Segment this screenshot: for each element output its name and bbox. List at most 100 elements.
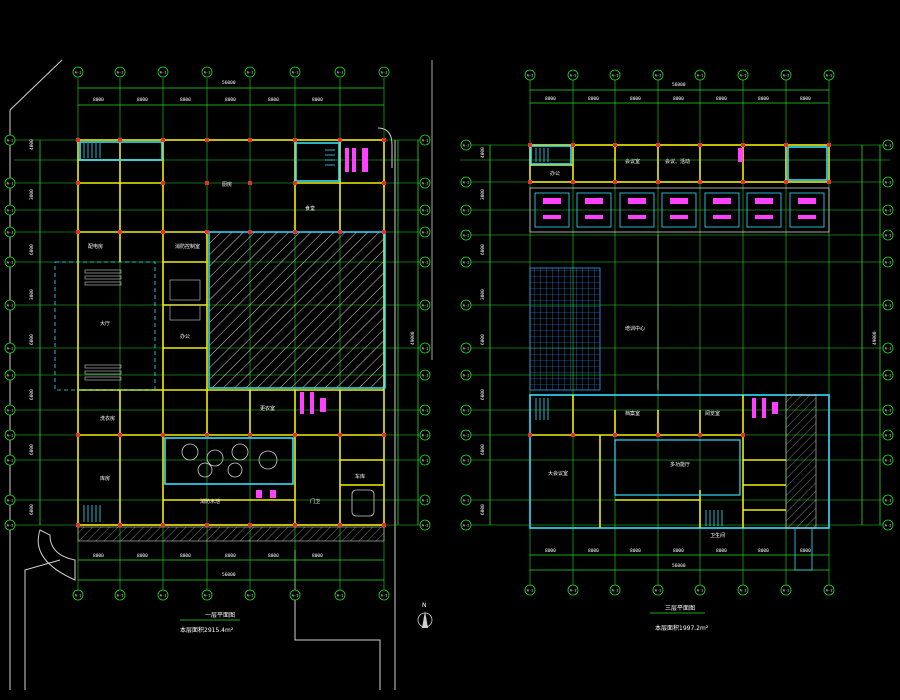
- grid-bubble-label: A-1: [422, 230, 429, 234]
- right-side-dim-5: 6000: [480, 334, 486, 345]
- grid-bubble-label: A-1: [422, 458, 429, 462]
- left-side-dim-7: 6000: [29, 444, 35, 455]
- left-lobby-dashed-outline: [54, 261, 156, 391]
- right-room-meeting: 会议室: [625, 158, 640, 165]
- left-room-fire-pool: 消防水池: [200, 498, 220, 505]
- right-unit-row-units: [534, 192, 825, 228]
- right-side-dim-8: 6000: [480, 504, 486, 515]
- right-magenta-fixtures: [738, 148, 778, 418]
- left-top-dim-3: 8000: [180, 97, 191, 103]
- grid-bubble-label: A-1: [826, 73, 833, 77]
- grid-bubble-label: A-1: [885, 303, 892, 307]
- grid-bubble-label: A-1: [117, 593, 124, 597]
- left-room-garage: 车库: [355, 473, 365, 480]
- right-bottom-dim-1: 8000: [545, 548, 556, 554]
- left-side-dim-5: 6000: [29, 334, 35, 345]
- right-side-dim-2: 3000: [480, 189, 486, 200]
- grid-bubble-label: A-1: [7, 138, 14, 142]
- grid-bubble-label: A-1: [885, 208, 892, 212]
- right-stairs: [535, 148, 723, 526]
- left-room-kitchen: 厨房: [222, 181, 232, 188]
- grid-bubble-label: A-1: [740, 73, 747, 77]
- grid-bubble-label: A-1: [570, 588, 577, 592]
- grid-bubble-label: A-1: [75, 70, 82, 74]
- grid-bubble-label: A-1: [885, 408, 892, 412]
- left-room-labels: 厨房 食堂 配电房 消防控制室 大厅 办公 消防水池 洗衣房 库房 更衣室 车库…: [88, 181, 365, 505]
- left-top-dim-5: 8000: [268, 97, 279, 103]
- grid-bubble-label: A-1: [422, 260, 429, 264]
- grid-bubble-label: A-1: [697, 73, 704, 77]
- left-side-dim-8: 6000: [29, 504, 35, 515]
- right-multi-function-hall: [614, 439, 741, 496]
- left-cyan-frame-stair: [295, 142, 340, 182]
- grid-bubble-label: A-1: [463, 373, 470, 377]
- right-dimension-lines: [489, 89, 881, 571]
- left-plan-title: 一层平面图: [205, 612, 235, 619]
- left-side-dim-1: 4000: [29, 139, 35, 150]
- grid-bubble-label: A-1: [885, 143, 892, 147]
- grid-bubble-label: A-1: [885, 180, 892, 184]
- grid-bubble-label: A-1: [422, 433, 429, 437]
- grid-bubble-label: A-1: [7, 408, 14, 412]
- grid-bubble-label: A-1: [885, 260, 892, 264]
- grid-bubble-label: A-1: [160, 70, 167, 74]
- left-room-fire-control: 消防控制室: [175, 243, 200, 250]
- right-bottom-dim-2: 8000: [588, 548, 599, 554]
- right-room-archive: 档案室: [625, 410, 640, 417]
- left-top-dimension-chain: [39, 87, 419, 581]
- right-bottom-dim-3: 8000: [630, 548, 641, 554]
- grid-bubble-label: A-1: [422, 303, 429, 307]
- right-plan-area-note: 本层面积1997.2m²: [655, 624, 709, 632]
- grid-bubble-label: A-1: [463, 233, 470, 237]
- left-room-lobby: 大厅: [100, 320, 110, 327]
- left-right-overall-dim: 49000: [410, 331, 416, 345]
- left-bottom-dim-1: 8000: [93, 553, 104, 559]
- north-arrow-label: N: [422, 602, 427, 609]
- right-room-reading: 阅览室: [705, 410, 720, 417]
- grid-bubble-label: A-1: [885, 458, 892, 462]
- right-side-dim-1: 4000: [480, 147, 486, 158]
- right-top-dim-1: 8000: [545, 96, 556, 102]
- grid-bubble-label: A-1: [7, 433, 14, 437]
- right-top-stair-frame-2: [787, 146, 828, 181]
- grid-bubble-label: A-1: [463, 346, 470, 350]
- right-top-dim-2: 8000: [588, 96, 599, 102]
- grid-bubble-label: A-1: [463, 260, 470, 264]
- right-unit-row-outline: [529, 187, 830, 233]
- grid-bubble-label: A-1: [463, 408, 470, 412]
- right-glazed-atrium: [529, 267, 601, 391]
- site-road-curve: [37, 529, 76, 581]
- left-overall-dim-top: 56000: [222, 80, 236, 86]
- grid-bubble-label: A-1: [7, 260, 14, 264]
- left-side-dim-2: 3000: [29, 189, 35, 200]
- left-side-dim-6: 6000: [29, 389, 35, 400]
- grid-bubble-label: A-1: [463, 523, 470, 527]
- grid-bubble-label: A-1: [75, 593, 82, 597]
- grid-bubble-label: A-1: [463, 498, 470, 502]
- right-room-labels: 办公 会议室 会议、活动 培训中心 大会议室 档案室 阅览室 多功能厅 卫生间: [548, 158, 725, 539]
- grid-bubble-label: A-1: [381, 593, 388, 597]
- grid-bubble-label: A-1: [204, 593, 211, 597]
- left-overall-dim-bottom: 56000: [222, 572, 236, 578]
- right-top-dim-3: 8000: [630, 96, 641, 102]
- left-bottom-dim-3: 8000: [180, 553, 191, 559]
- grid-bubble-label: A-1: [463, 143, 470, 147]
- grid-bubble-label: A-1: [7, 373, 14, 377]
- grid-bubble-label: A-1: [422, 373, 429, 377]
- left-garage-car: [351, 489, 375, 517]
- grid-bubble-label: A-1: [463, 303, 470, 307]
- right-top-dim-7: 8000: [800, 96, 811, 102]
- grid-bubble-label: A-1: [885, 498, 892, 502]
- left-room-laundry: 洗衣房: [100, 415, 115, 422]
- grid-bubble-label: A-1: [7, 208, 14, 212]
- right-overall-dim-bottom: 56000: [672, 563, 686, 569]
- right-plan-title-block: 三层平面图 本层面积1997.2m²: [650, 605, 709, 632]
- left-magenta-fixtures: [256, 148, 368, 498]
- grid-bubble-label: A-1: [160, 593, 167, 597]
- grid-bubble-label: A-1: [885, 373, 892, 377]
- right-top-wing-outline: [529, 144, 830, 183]
- left-dimension-texts: 56000 8000 8000 8000 8000 8000 8000 8000…: [29, 80, 416, 578]
- grid-bubble-label: A-1: [463, 433, 470, 437]
